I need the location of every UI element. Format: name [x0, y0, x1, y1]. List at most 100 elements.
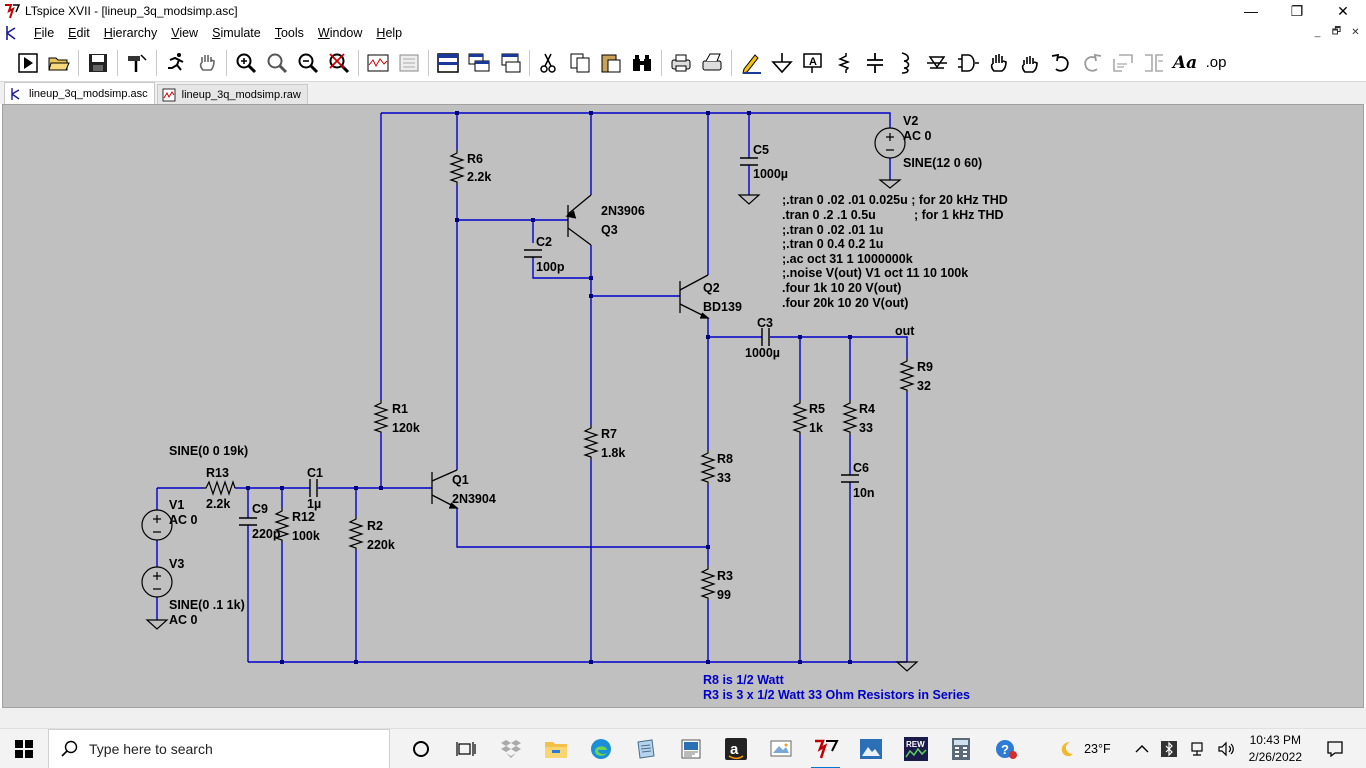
- copy-button[interactable]: [566, 49, 594, 77]
- maximize-button[interactable]: ❐: [1290, 2, 1304, 19]
- note-r8[interactable]: R8 is 1/2 Watt: [703, 673, 785, 687]
- task-view-button[interactable]: [443, 729, 488, 768]
- menu-file[interactable]: File: [34, 26, 55, 40]
- halt-button[interactable]: [162, 49, 190, 77]
- diode-button[interactable]: [923, 49, 951, 77]
- resistor-symbols: [203, 150, 915, 600]
- mdi-minimize-button[interactable]: _: [1314, 27, 1321, 38]
- tile-horizontal-button[interactable]: [364, 49, 392, 77]
- run-button[interactable]: [14, 49, 42, 77]
- tab-schematic[interactable]: lineup_3q_modsimp.asc: [4, 82, 155, 104]
- redo-button[interactable]: [1078, 49, 1106, 77]
- text-button[interactable]: Aa: [1171, 49, 1199, 77]
- zoom-out-button[interactable]: [294, 49, 322, 77]
- calculator-button[interactable]: [938, 729, 983, 768]
- move-hand-icon: [990, 53, 1007, 72]
- undo-button[interactable]: [1047, 49, 1075, 77]
- volume-tray-button[interactable]: [1217, 741, 1235, 757]
- inductor-button[interactable]: [892, 49, 920, 77]
- menu-tools[interactable]: Tools: [274, 26, 304, 40]
- weather-widget[interactable]: 23°F: [1056, 739, 1111, 759]
- label-net-button[interactable]: A: [799, 49, 827, 77]
- capacitor-button[interactable]: [861, 49, 889, 77]
- note-r3[interactable]: R3 is 3 x 1/2 Watt 33 Ohm Resistors in S…: [703, 688, 970, 702]
- r8-name: R8: [717, 452, 733, 466]
- pan-button[interactable]: [193, 49, 221, 77]
- tab-waveform[interactable]: lineup_3q_modsimp.raw: [156, 84, 308, 104]
- dropbox-button[interactable]: [488, 729, 533, 768]
- file-explorer-button[interactable]: [533, 729, 578, 768]
- c5-name: C5: [753, 143, 769, 157]
- picture-app-button[interactable]: [758, 729, 803, 768]
- resistor-icon: [837, 52, 851, 73]
- mirror-icon: [1145, 53, 1163, 72]
- schematic-toggle-button[interactable]: [395, 49, 423, 77]
- spice-directive-button[interactable]: .op: [1202, 49, 1230, 77]
- start-button[interactable]: [0, 729, 48, 768]
- menu-edit[interactable]: Edit: [68, 26, 90, 40]
- tile-windows-button[interactable]: [434, 49, 462, 77]
- directive-8[interactable]: .four 20k 10 20 V(out): [782, 296, 908, 310]
- cortana-button[interactable]: [398, 729, 443, 768]
- show-hidden-icons-button[interactable]: [1135, 744, 1149, 754]
- photos-button[interactable]: [848, 729, 893, 768]
- directive-3[interactable]: ;.tran 0 .02 .01 1u: [782, 223, 883, 237]
- mirror-button[interactable]: [1140, 49, 1168, 77]
- control-panel-button[interactable]: [123, 49, 151, 77]
- q3-model: 2N3906: [601, 204, 645, 218]
- taskbar-search-box[interactable]: Type here to search: [48, 728, 390, 768]
- close-button[interactable]: ✕: [1337, 2, 1349, 19]
- menu-view[interactable]: View: [171, 26, 199, 40]
- directive-7[interactable]: .four 1k 10 20 V(out): [782, 281, 901, 295]
- move-button[interactable]: [985, 49, 1013, 77]
- cut-button[interactable]: [535, 49, 563, 77]
- ground-button[interactable]: [768, 49, 796, 77]
- schematic-doc-icon[interactable]: [3, 24, 21, 42]
- directive-2[interactable]: .tran 0 .2 .1 0.5u ; for 1 kHz THD: [782, 208, 1004, 222]
- open-button[interactable]: [45, 49, 73, 77]
- mdi-restore-button[interactable]: 🗗: [1331, 26, 1342, 37]
- network-tray-button[interactable]: [1189, 741, 1205, 757]
- directive-6[interactable]: ;.noise V(out) V1 oct 11 10 100k: [782, 266, 968, 280]
- component-button[interactable]: [954, 49, 982, 77]
- zoom-in-button[interactable]: [232, 49, 260, 77]
- draw-wire-button[interactable]: [737, 49, 765, 77]
- c6-value: 10n: [853, 486, 875, 500]
- save-button[interactable]: [84, 49, 112, 77]
- menu-hierarchy[interactable]: Hierarchy: [103, 26, 158, 40]
- notepad-button[interactable]: [623, 729, 668, 768]
- minimize-button[interactable]: —: [1244, 3, 1258, 19]
- directive-4[interactable]: ;.tran 0 0.4 0.2 1u: [782, 237, 883, 251]
- help-app-button[interactable]: ?: [983, 729, 1028, 768]
- taskbar-clock[interactable]: 10:43 PM 2/26/2022: [1249, 732, 1302, 766]
- directive-5[interactable]: ;.ac oct 31 1 1000000k: [782, 252, 913, 266]
- q3-name: Q3: [601, 223, 618, 237]
- folder-open-icon: [48, 57, 70, 70]
- photo-doc-icon: [681, 739, 700, 758]
- print-setup-button[interactable]: [698, 49, 726, 77]
- directive-1[interactable]: ;.tran 0 .02 .01 0.025u ; for 20 kHz THD: [782, 193, 1008, 207]
- print-button[interactable]: [667, 49, 695, 77]
- bluetooth-tray-button[interactable]: [1160, 741, 1177, 757]
- zoom-fit-button[interactable]: [325, 49, 353, 77]
- image-viewer-button[interactable]: [668, 729, 713, 768]
- edge-browser-button[interactable]: [578, 729, 623, 768]
- menu-simulate[interactable]: Simulate: [212, 26, 261, 40]
- menu-help[interactable]: Help: [376, 26, 403, 40]
- ltspice-taskbar-button[interactable]: [803, 729, 848, 768]
- amazon-button[interactable]: a: [713, 729, 758, 768]
- cascade-windows-button[interactable]: [465, 49, 493, 77]
- close-windows-button[interactable]: [496, 49, 524, 77]
- find-button[interactable]: [628, 49, 656, 77]
- c9-name: C9: [252, 502, 268, 516]
- schematic-canvas[interactable]: R6 2.2k 2N3906 Q3 C2 100p C5 1000µ V2 AC…: [2, 104, 1364, 708]
- resistor-button[interactable]: [830, 49, 858, 77]
- rotate-button[interactable]: [1109, 49, 1137, 77]
- paste-button[interactable]: [597, 49, 625, 77]
- zoom-pan-button[interactable]: [263, 49, 291, 77]
- drag-button[interactable]: [1016, 49, 1044, 77]
- mdi-close-button[interactable]: ✕: [1351, 27, 1360, 38]
- notifications-button[interactable]: [1326, 740, 1344, 758]
- menu-window[interactable]: Window: [317, 26, 363, 40]
- rew-button[interactable]: REW: [893, 729, 938, 768]
